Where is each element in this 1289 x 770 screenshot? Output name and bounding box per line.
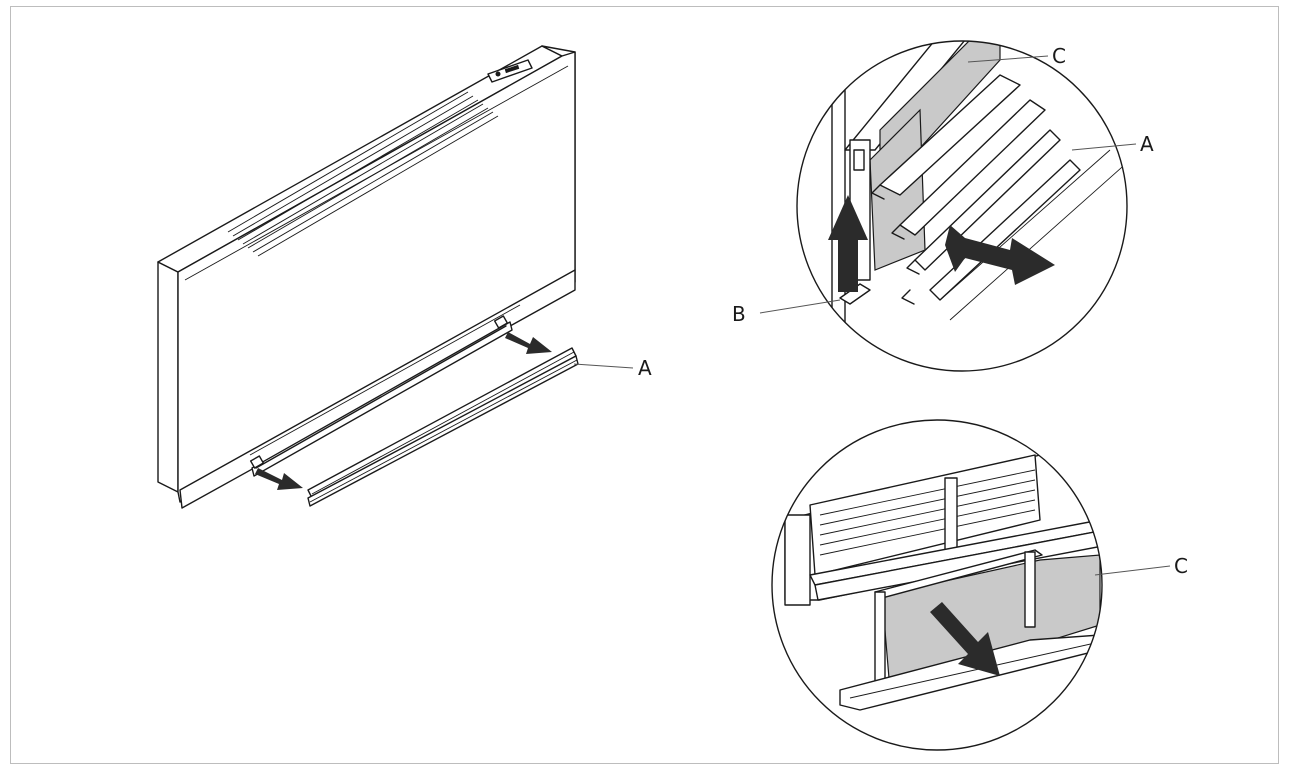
detail-circle-top [796,40,1128,372]
control-panel [487,59,533,83]
figure-frame [10,6,1279,764]
label-c-bottom: C [1174,554,1188,578]
fan-coil-unit [157,45,576,509]
label-a-top: A [1140,132,1154,156]
arrow-out-icon [930,602,1000,676]
detail-circle-bottom [771,419,1103,751]
arrow-left-icon [255,468,303,490]
arrow-pull-icon [945,225,1055,285]
label-a-main: A [638,356,652,380]
filter-a-main [307,347,579,507]
arrow-up-icon [828,195,868,292]
label-b-top: B [732,302,746,326]
label-c-top: C [1052,44,1066,68]
arrow-right-icon [505,332,552,354]
top-grille [227,91,499,257]
